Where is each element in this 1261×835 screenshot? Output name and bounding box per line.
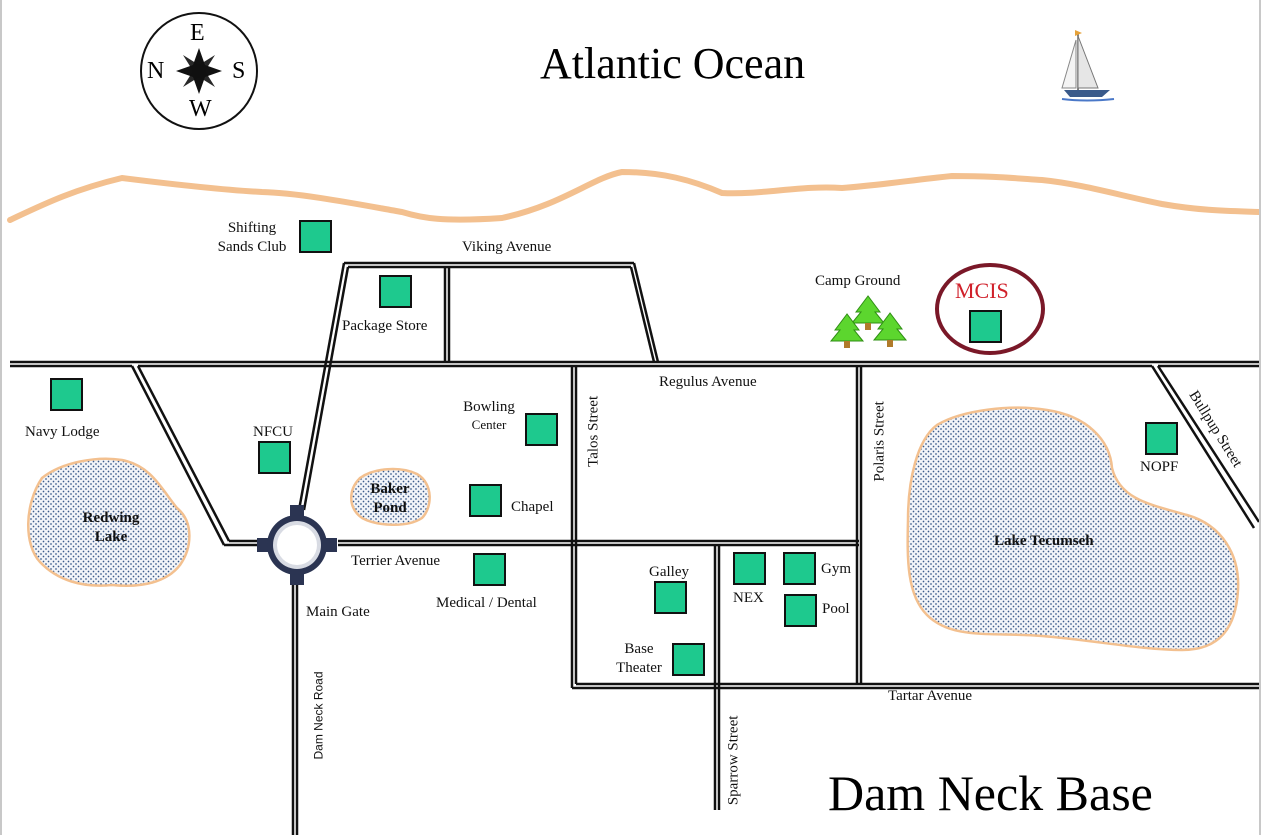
galley-building[interactable] xyxy=(654,581,687,614)
dam-neck-road xyxy=(291,580,299,835)
bowling-line-1: Bowling xyxy=(463,399,515,415)
terrier-avenue-road xyxy=(338,539,859,547)
base-theater-line-2: Theater xyxy=(616,659,662,676)
baker-pond-label: Baker Pond xyxy=(356,480,424,518)
tartar-avenue-label: Tartar Avenue xyxy=(888,688,973,704)
base-theater-building[interactable] xyxy=(672,643,705,676)
bullpup-street-road xyxy=(1150,365,1259,529)
nex-building[interactable] xyxy=(733,552,766,585)
base-theater-line-1: Base xyxy=(624,641,654,657)
mcis-label: MCIS xyxy=(955,278,1009,303)
chapel-label: Chapel xyxy=(511,499,554,515)
medical-dental-building[interactable] xyxy=(473,553,506,586)
sparrow-street-label: Sparrow Street xyxy=(725,715,742,806)
shifting-sands-club-label: Shifting Sands Club xyxy=(208,219,296,257)
shifting-sands-line-1: Shifting xyxy=(227,220,277,236)
compass-letter-right: S xyxy=(232,58,246,84)
lake-tecumseh-label: Lake Tecumseh xyxy=(994,533,1094,549)
bowling-center-label: Bowling Center xyxy=(454,398,524,433)
baker-pond xyxy=(350,467,431,526)
diagonal-road-west xyxy=(130,365,262,547)
navy-lodge-building[interactable] xyxy=(50,378,83,411)
lake-tecumseh xyxy=(906,406,1240,652)
shifting-sands-line-2: Sands Club xyxy=(217,238,287,255)
polaris-street-road xyxy=(855,366,863,684)
main-gate-label: Main Gate xyxy=(306,604,370,620)
bowling-line-2: Center xyxy=(471,416,507,432)
talos-street-label: Talos Street xyxy=(585,395,602,467)
nfcu-building[interactable] xyxy=(258,441,291,474)
compass-rose-icon xyxy=(140,12,258,130)
compass-letter-left: N xyxy=(147,58,165,84)
chapel-building[interactable] xyxy=(469,484,502,517)
baker-line-2: Pond xyxy=(373,499,407,516)
sailboat-icon xyxy=(1061,30,1115,102)
baker-line-1: Baker xyxy=(370,481,410,497)
nopf-building[interactable] xyxy=(1145,422,1178,455)
pool-building[interactable] xyxy=(784,594,817,627)
ocean-title: Atlantic Ocean xyxy=(540,39,806,88)
nex-label: NEX xyxy=(733,590,764,606)
redwing-line-1: Redwing xyxy=(82,510,140,526)
gym-building[interactable] xyxy=(783,552,816,585)
gym-label: Gym xyxy=(821,561,851,577)
regulus-avenue-label: Regulus Avenue xyxy=(659,374,757,390)
dam-neck-road-label: Dam Neck Road xyxy=(311,671,326,760)
compass-letter-bottom: W xyxy=(189,96,212,122)
terrier-avenue-label: Terrier Avenue xyxy=(351,553,441,569)
talos-street-road xyxy=(570,366,578,688)
roundabout-icon xyxy=(257,505,337,585)
pine-tree-icon xyxy=(829,313,865,348)
redwing-lake-label: Redwing Lake xyxy=(68,509,154,547)
redwing-line-2: Lake xyxy=(94,528,128,545)
shifting-sands-club-building[interactable] xyxy=(299,220,332,253)
pine-tree-icon xyxy=(850,295,886,330)
nfcu-label: NFCU xyxy=(253,424,294,440)
package-store-label: Package Store xyxy=(342,318,428,334)
mcis-highlight-ring xyxy=(935,263,1045,355)
redwing-lake xyxy=(27,457,191,587)
bowling-center-building[interactable] xyxy=(525,413,558,446)
package-store-building[interactable] xyxy=(379,275,412,308)
galley-label: Galley xyxy=(649,564,689,580)
base-theater-label: Base Theater xyxy=(608,640,670,678)
camp-ground-label: Camp Ground xyxy=(815,273,901,289)
navy-lodge-label: Navy Lodge xyxy=(25,424,100,440)
tartar-avenue-road xyxy=(572,682,1259,690)
sparrow-street-road xyxy=(713,545,721,810)
pool-label: Pool xyxy=(822,601,850,617)
polaris-street-label: Polaris Street xyxy=(871,401,888,482)
shoreline xyxy=(7,168,1259,223)
viking-avenue-label: Viking Avenue xyxy=(462,239,552,255)
main-road xyxy=(10,360,1259,368)
medical-dental-label: Medical / Dental xyxy=(436,595,537,611)
nopf-label: NOPF xyxy=(1140,459,1179,475)
pine-tree-icon xyxy=(872,312,908,347)
compass-letter-top: E xyxy=(190,20,205,46)
viking-avenue-road xyxy=(297,261,660,511)
base-title: Dam Neck Base xyxy=(828,765,1153,821)
